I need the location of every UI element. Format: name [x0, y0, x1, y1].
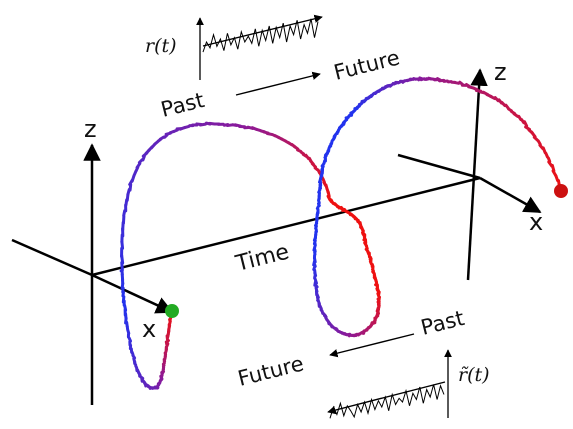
trajectory-segment: [183, 124, 191, 130]
trajectory-segment: [452, 80, 461, 85]
trajectory-segment: [153, 140, 160, 146]
trajectory-segment: [164, 347, 169, 354]
trajectory-segment: [512, 112, 520, 118]
trajectory-segment: [341, 118, 348, 125]
trajectory-segment: [139, 375, 145, 380]
trajectory-segment: [250, 126, 259, 131]
trajectory-segment: [544, 151, 549, 159]
trajectory-segment: [132, 357, 137, 364]
trajectory-segment: [333, 202, 339, 208]
right-x-label: x: [529, 208, 543, 236]
future-past-arrow-bottom: [329, 333, 415, 358]
trajectory-segment: [127, 336, 132, 343]
trajectory-curve: [119, 76, 563, 390]
reversed-signal-group: Future Past r̃(t): [235, 306, 490, 419]
left-z-label: z: [84, 115, 97, 143]
trajectory-segment: [265, 131, 274, 136]
trajectory-segment: [312, 244, 317, 252]
trajectory-segment: [504, 103, 510, 110]
r-signal: [202, 18, 319, 53]
future-label-bottom: Future: [235, 351, 306, 390]
trajectory-segment: [541, 146, 547, 155]
trajectory-segment: [130, 174, 136, 183]
trajectory-segment: [315, 205, 320, 211]
past-label-bottom: Past: [418, 306, 466, 340]
trajectory-segment: [369, 92, 375, 99]
left-x-label: x: [142, 315, 156, 343]
trajectory-segment: [388, 83, 394, 88]
r-tilde-signal: [329, 384, 445, 419]
left-x-axis: [91, 273, 174, 314]
trajectory-segment: [332, 326, 338, 331]
right-depth-axis: [397, 153, 481, 180]
future-label-top: Future: [331, 45, 402, 84]
trajectory-segment: [279, 137, 288, 143]
trajectory-segment: [198, 122, 208, 127]
trajectory-segment: [500, 100, 507, 108]
trajectory-segment: [314, 286, 319, 293]
left-axes: [11, 143, 174, 405]
right-z-label: z: [494, 58, 507, 86]
trajectory-segment: [296, 148, 303, 153]
time-label: Time: [232, 240, 291, 278]
right-axes: [397, 68, 542, 281]
trajectory-segment: [135, 162, 142, 169]
r-label: r(t): [145, 35, 177, 57]
r-tilde-label: r̃(t): [458, 364, 490, 386]
trajectory-segment: [310, 162, 317, 169]
r-trend-line: [202, 14, 323, 47]
forward-signal-group: r(t) Past Future: [145, 14, 402, 122]
trajectory-segment: [523, 120, 529, 128]
trajectory-segment: [313, 277, 318, 285]
left-depth-axis: [11, 238, 93, 277]
trajectory-segment: [320, 309, 325, 315]
past-label-top: Past: [158, 88, 206, 122]
end-marker: [554, 184, 568, 198]
start-marker: [165, 304, 179, 318]
right-x-axis: [479, 176, 542, 214]
time-axis: [91, 176, 481, 277]
trajectory-segment: [517, 114, 523, 122]
right-z-axis: [466, 68, 488, 281]
r-tilde-trend-line: [327, 381, 446, 415]
trajectory-segment: [121, 295, 126, 304]
past-future-arrow-top: [235, 71, 321, 96]
